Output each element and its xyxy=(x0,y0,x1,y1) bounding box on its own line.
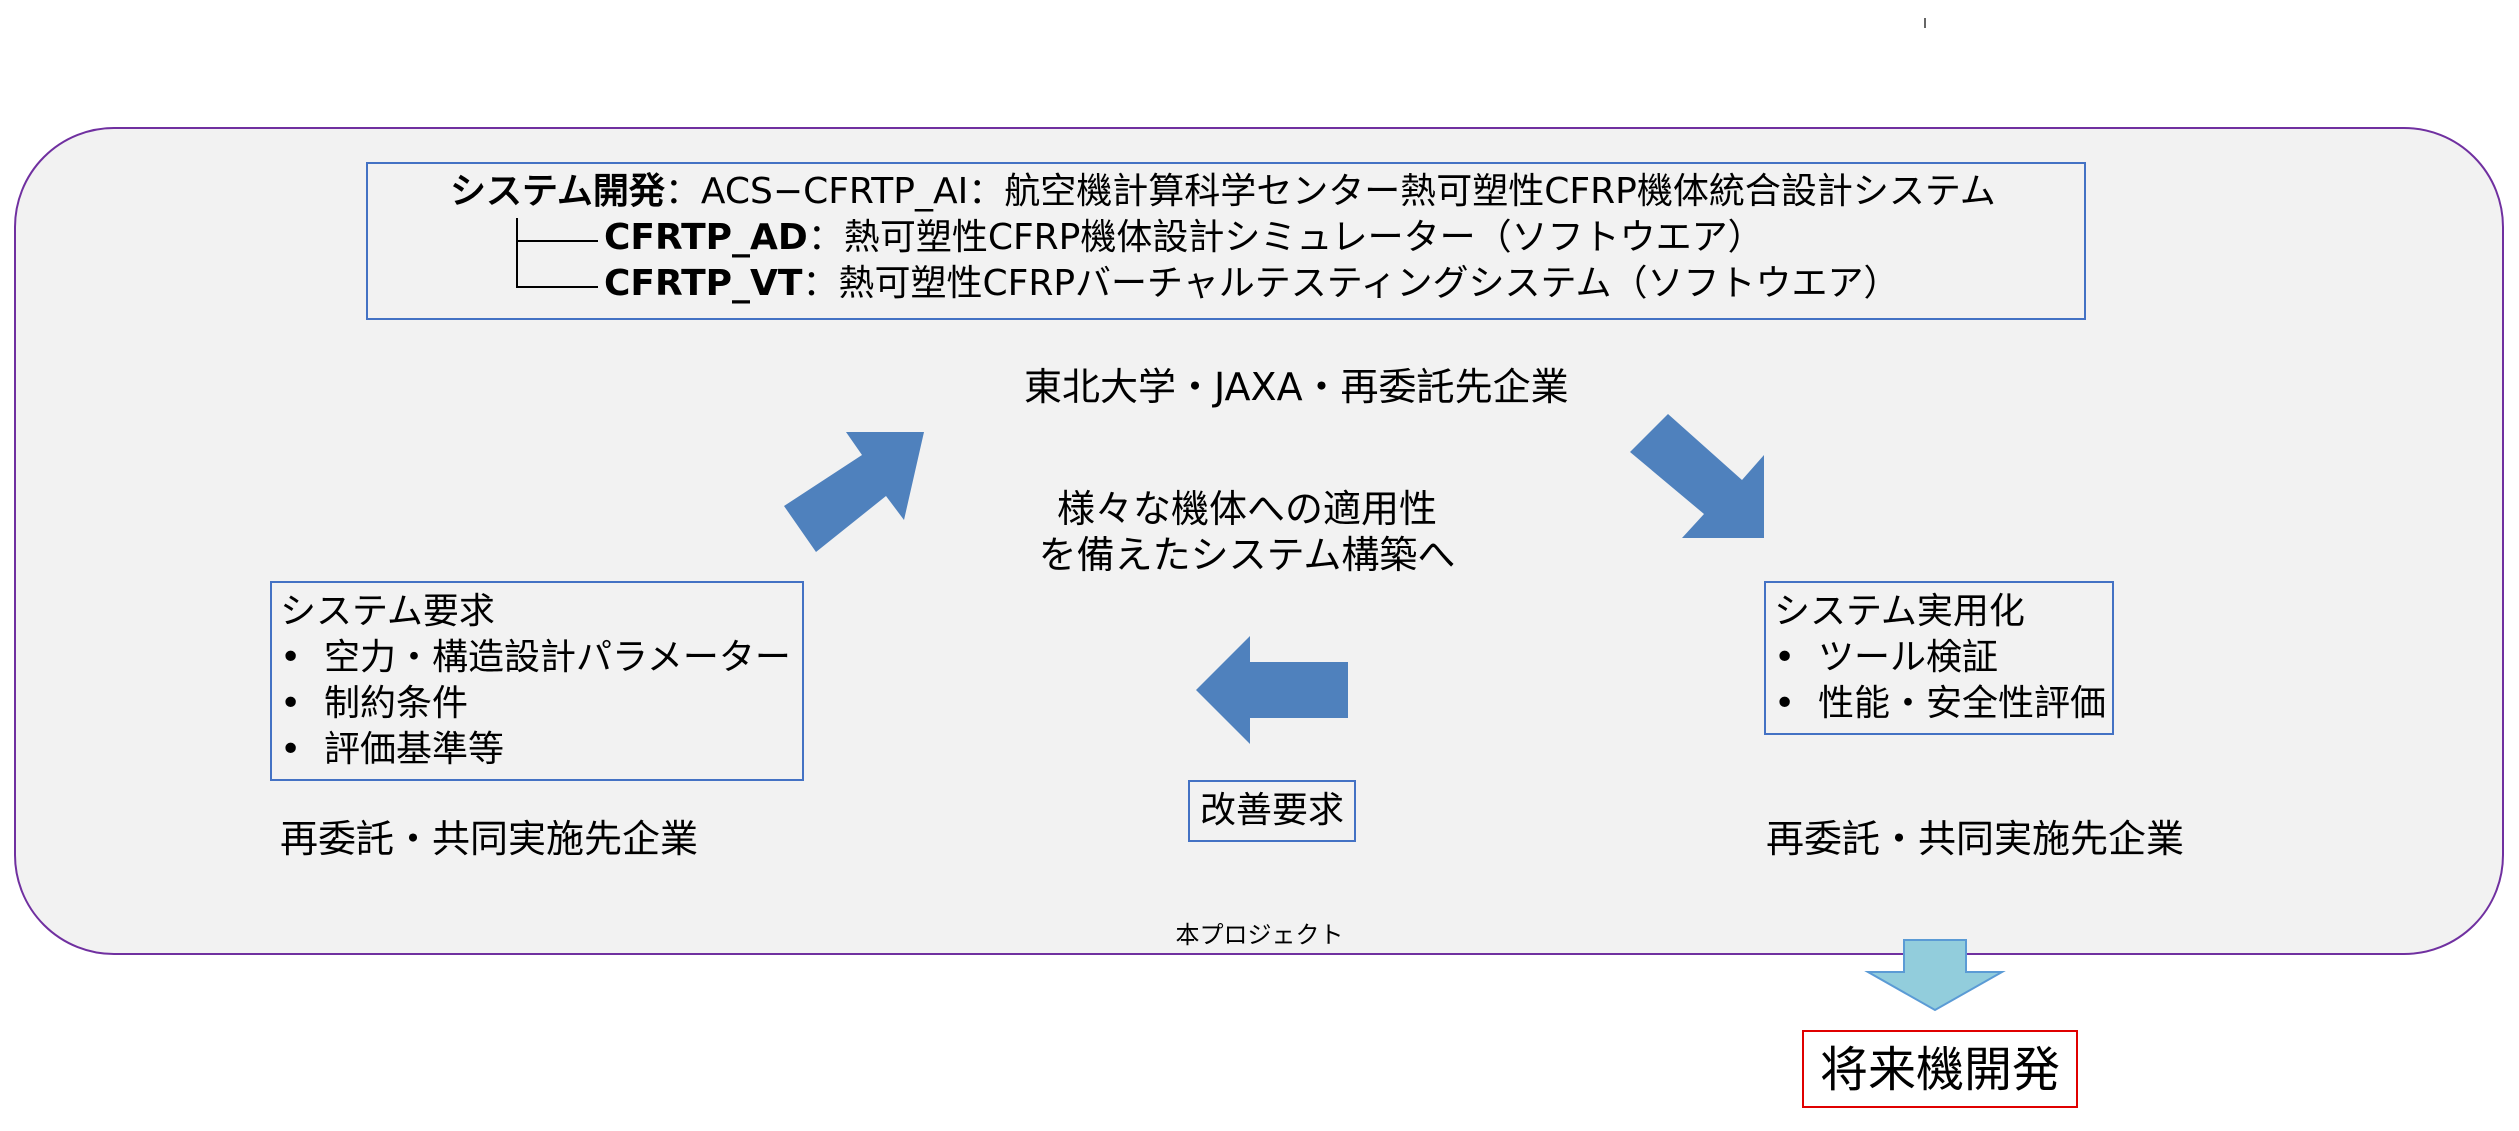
bullet-icon: • xyxy=(280,729,302,770)
bullet-icon: • xyxy=(280,637,302,678)
list-item: • 制約条件 xyxy=(280,681,468,727)
system-line-3-text: ：熱可塑性CFRPバーチャルテスティングシステム（ソフトウエア） xyxy=(802,263,1900,304)
list-item: • 空力・構造設計パラメーター xyxy=(280,635,791,681)
list-item-text: ツール検証 xyxy=(1818,637,1999,678)
future-aircraft-box: 将来機開発 xyxy=(1802,1030,2078,1108)
bullet-icon: • xyxy=(280,683,302,724)
tree-connector-branch-2 xyxy=(516,286,598,288)
right-organization-label: 再委託・共同実施先企業 xyxy=(1766,817,2185,861)
list-item-text: 評価基準等 xyxy=(324,729,505,770)
arrow-up-right-icon xyxy=(784,432,924,552)
system-line-3: CFRTP_VT：熱可塑性CFRPバーチャルテスティングシステム（ソフトウエア） xyxy=(604,262,1899,306)
system-practical-use-title: システム実用化 xyxy=(1774,591,2025,632)
list-item-text: 性能・安全性評価 xyxy=(1818,683,2107,724)
system-requirements-box: システム要求 • 空力・構造設計パラメーター • 制約条件 • 評価基準等 xyxy=(270,581,804,781)
list-item: • 性能・安全性評価 xyxy=(1774,681,2106,727)
system-line-2: CFRTP_AD：熱可塑性CFRP機体設計シミュレーター（ソフトウエア） xyxy=(604,216,1764,260)
list-item-text: 空力・構造設計パラメーター xyxy=(324,637,791,678)
left-organization-label: 再委託・共同実施先企業 xyxy=(280,817,699,861)
tree-connector-branch-1 xyxy=(516,240,598,242)
system-line-1: システム開発：ACS−CFRTP_AI：航空機計算科学センター熱可塑性CFRP機… xyxy=(450,170,1996,214)
center-goal-line-1: 様々な機体への適用性 xyxy=(1056,487,1437,531)
project-label: 本プロジェクト xyxy=(1175,921,1344,949)
system-requirements-title: システム要求 xyxy=(280,591,495,632)
future-aircraft-label: 将来機開発 xyxy=(1819,1042,2060,1098)
system-development-box: システム開発：ACS−CFRTP_AI：航空機計算科学センター熱可塑性CFRP機… xyxy=(366,162,2086,320)
center-organization-label: 東北大学・JAXA・再委託先企業 xyxy=(1024,365,1569,409)
center-goal-line-2: を備えたシステム構築へ xyxy=(1038,533,1456,577)
improvement-request-label: 改善要求 xyxy=(1199,790,1344,831)
bullet-icon: • xyxy=(1774,637,1796,678)
system-line-1-bold: システム開発 xyxy=(450,171,665,212)
arrow-down-right-icon xyxy=(1630,414,1764,538)
bullet-icon: • xyxy=(1774,683,1796,724)
system-practical-use-box: システム実用化 • ツール検証 • 性能・安全性評価 xyxy=(1764,581,2114,735)
list-item: • 評価基準等 xyxy=(280,727,504,773)
system-line-2-bold: CFRTP_AD xyxy=(604,217,808,258)
top-tick-mark xyxy=(1924,18,1926,28)
system-line-3-bold: CFRTP_VT xyxy=(604,263,803,304)
list-item: • ツール検証 xyxy=(1774,635,1998,681)
arrow-left-icon xyxy=(1196,636,1348,744)
arrow-down-icon xyxy=(1864,939,2006,1012)
system-line-2-text: ：熱可塑性CFRP機体設計シミュレーター（ソフトウエア） xyxy=(807,217,1764,258)
system-line-1-text: ：ACS−CFRTP_AI：航空機計算科学センター熱可塑性CFRP機体統合設計シ… xyxy=(664,171,1996,212)
improvement-request-box: 改善要求 xyxy=(1188,780,1356,842)
list-item-text: 制約条件 xyxy=(324,683,469,724)
